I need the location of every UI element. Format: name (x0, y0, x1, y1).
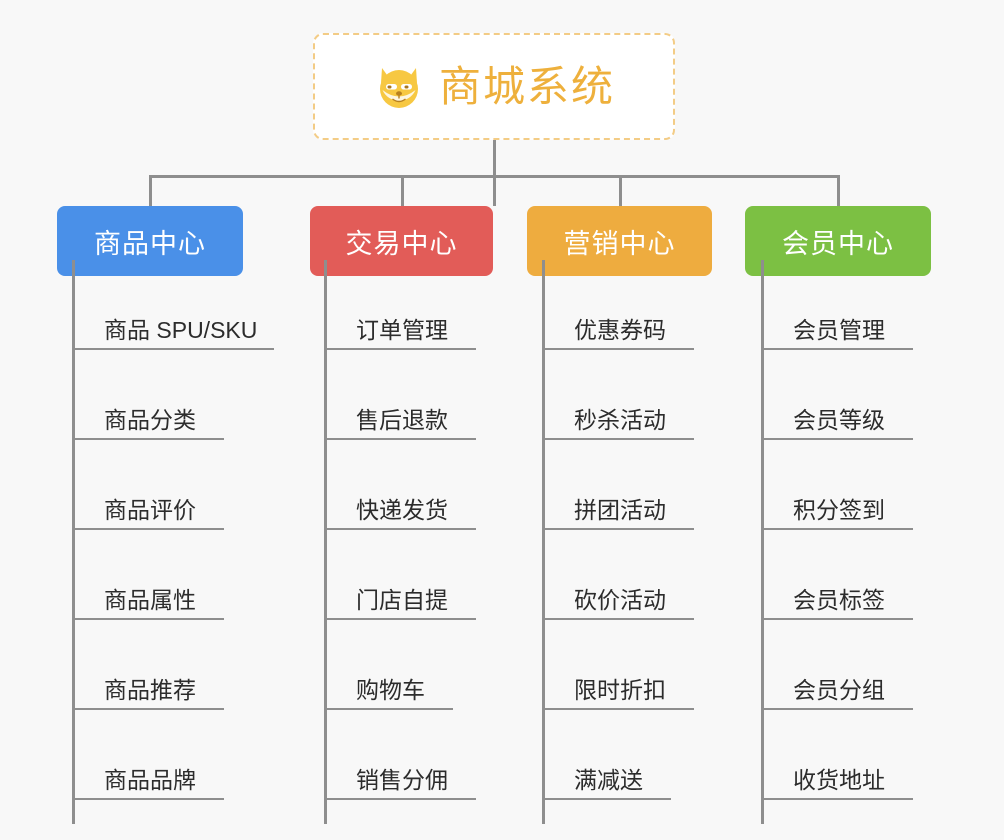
leaf-item[interactable]: 商品品牌 (72, 710, 224, 800)
leaf-item[interactable]: 销售分佣 (324, 710, 476, 800)
category-header-3[interactable]: 营销中心 (527, 206, 712, 276)
leaf-label: 商品 SPU/SKU (104, 317, 258, 344)
leaf-label: 会员管理 (793, 317, 885, 344)
category-label-3: 营销中心 (563, 228, 676, 259)
leaf-rail-2 (324, 260, 327, 824)
leaf-item[interactable]: 快递发货 (324, 440, 476, 530)
leaf-label: 商品评价 (104, 497, 196, 524)
leaf-label: 会员等级 (793, 407, 885, 434)
leaf-item[interactable]: 积分签到 (761, 440, 913, 530)
leaf-item[interactable]: 售后退款 (324, 350, 476, 440)
leaf-rail-3 (542, 260, 545, 824)
leaf-label: 商品分类 (104, 407, 196, 434)
category-label-2: 交易中心 (345, 228, 458, 259)
connector-drop-3 (619, 175, 622, 207)
leaf-item[interactable]: 收货地址 (761, 710, 913, 800)
leaf-label: 优惠券码 (574, 317, 666, 344)
leaf-label: 积分签到 (793, 497, 885, 524)
leaf-item[interactable]: 秒杀活动 (542, 350, 694, 440)
connector-drop-2 (401, 175, 404, 207)
root-node[interactable]: 商城系统 (313, 33, 675, 140)
leaf-item[interactable]: 会员等级 (761, 350, 913, 440)
leaf-rail-1 (72, 260, 75, 824)
leaf-label: 收货地址 (793, 767, 885, 794)
category-label-1: 商品中心 (94, 228, 206, 259)
leaf-label: 商品品牌 (104, 767, 196, 794)
connector-horizontal-bus (150, 175, 840, 178)
leaf-rail-4 (761, 260, 764, 824)
leaf-item[interactable]: 拼团活动 (542, 440, 694, 530)
connector-drop-4 (837, 175, 840, 207)
leaf-item[interactable]: 商品 SPU/SKU (72, 260, 274, 350)
leaf-label: 会员分组 (793, 677, 885, 704)
leaf-item[interactable]: 会员分组 (761, 620, 913, 710)
leaf-item[interactable]: 门店自提 (324, 530, 476, 620)
leaf-label: 满减送 (574, 767, 643, 794)
leaf-label: 订单管理 (356, 317, 448, 344)
leaf-label: 商品推荐 (104, 677, 196, 704)
leaf-label: 拼团活动 (574, 497, 666, 524)
leaf-label: 快递发货 (356, 497, 448, 524)
shiba-dog-icon (373, 61, 425, 113)
leaf-item[interactable]: 满减送 (542, 710, 671, 800)
leaf-label: 限时折扣 (574, 677, 666, 704)
leaf-label: 商品属性 (104, 587, 196, 614)
leaf-item[interactable]: 商品推荐 (72, 620, 224, 710)
leaf-item[interactable]: 订单管理 (324, 260, 476, 350)
category-header-4[interactable]: 会员中心 (745, 206, 931, 276)
leaf-item[interactable]: 限时折扣 (542, 620, 694, 710)
leaf-label: 购物车 (356, 677, 425, 704)
leaf-label: 会员标签 (793, 587, 885, 614)
leaf-label: 售后退款 (356, 407, 448, 434)
category-header-2[interactable]: 交易中心 (310, 206, 493, 276)
leaf-item[interactable]: 砍价活动 (542, 530, 694, 620)
category-header-1[interactable]: 商品中心 (57, 206, 243, 276)
leaf-label: 秒杀活动 (574, 407, 666, 434)
leaf-label: 销售分佣 (356, 767, 448, 794)
leaf-item[interactable]: 会员管理 (761, 260, 913, 350)
root-title: 商城系统 (438, 62, 615, 110)
connector-root-stem (493, 140, 496, 206)
leaf-label: 砍价活动 (574, 587, 666, 614)
leaf-item[interactable]: 购物车 (324, 620, 453, 710)
leaf-item[interactable]: 会员标签 (761, 530, 913, 620)
connector-drop-1 (149, 175, 152, 207)
leaf-item[interactable]: 优惠券码 (542, 260, 694, 350)
leaf-item[interactable]: 商品评价 (72, 440, 224, 530)
leaf-label: 门店自提 (356, 587, 448, 614)
category-label-4: 会员中心 (782, 228, 894, 259)
leaf-item[interactable]: 商品属性 (72, 530, 224, 620)
leaf-item[interactable]: 商品分类 (72, 350, 224, 440)
